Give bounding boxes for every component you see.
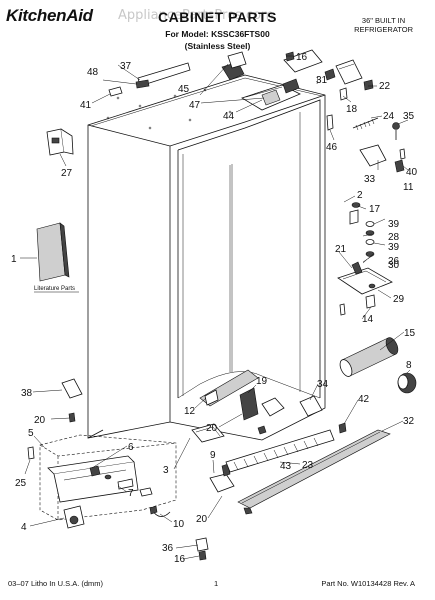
- hinge-stack: [349, 202, 375, 257]
- callout-6: 6: [128, 442, 134, 453]
- callout-2: 2: [357, 190, 363, 201]
- finish-line: (Stainless Steel): [184, 41, 251, 51]
- callout-9: 9: [210, 450, 216, 461]
- callout-15: 15: [404, 328, 416, 339]
- callout-44: 44: [223, 111, 235, 122]
- roller-assembly: [339, 337, 417, 394]
- product-line-1: 36" BUILT IN: [361, 16, 406, 25]
- callout-12: 12: [184, 406, 196, 417]
- callout-26: 26: [388, 256, 400, 267]
- watermark: AppliancePartsPros.com: [118, 8, 274, 23]
- callout-28: 28: [388, 232, 400, 243]
- callout-30: 30: [388, 260, 400, 271]
- grille-and-kickplate: [225, 429, 391, 515]
- literature-book: [36, 222, 70, 282]
- callout-34: 34: [317, 379, 329, 390]
- callout-16b: 16: [174, 554, 186, 565]
- callout-17: 17: [369, 204, 381, 215]
- footer-left: 03–07 Litho In U.S.A. (dmm): [8, 579, 104, 588]
- footer-part-number: Part No. W10134428 Rev. A: [321, 579, 415, 588]
- callout-18: 18: [346, 104, 358, 115]
- callout-11: 11: [403, 182, 414, 193]
- callout-16a: 16: [296, 52, 308, 63]
- callout-4: 4: [21, 522, 27, 533]
- callout-47: 47: [189, 100, 201, 111]
- model-line: For Model: KSSC36FTS00: [165, 29, 270, 39]
- callout-31: 31: [316, 75, 328, 86]
- callout-42: 42: [358, 394, 370, 405]
- callout-43: 43: [280, 461, 292, 472]
- callout-23: 23: [302, 460, 314, 471]
- callout-29: 29: [393, 294, 405, 305]
- callout-33: 33: [364, 174, 376, 185]
- callout-20a: 20: [34, 415, 46, 426]
- callout-10: 10: [173, 519, 185, 530]
- callout-24: 24: [383, 111, 395, 122]
- callout-7: 7: [128, 488, 134, 499]
- callout-25: 25: [15, 478, 27, 489]
- part-27-bracket: [46, 128, 74, 156]
- callout-22: 22: [379, 81, 391, 92]
- callout-35: 35: [403, 111, 415, 122]
- callout-46: 46: [326, 142, 338, 153]
- callout-27: 27: [61, 168, 73, 179]
- callout-41: 41: [80, 100, 92, 111]
- right-lower-bracket: [299, 395, 347, 434]
- lower-hinge: [337, 261, 393, 316]
- callout-39b: 39: [388, 242, 400, 253]
- callout-21: 21: [335, 244, 347, 255]
- product-line-2: REFRIGERATOR: [354, 25, 413, 34]
- leader-lines: [20, 55, 411, 560]
- callout-45: 45: [178, 84, 190, 95]
- callout-3: 3: [163, 465, 169, 476]
- cabinet: [87, 49, 326, 441]
- hinge-spring: [326, 114, 406, 173]
- callout-32: 32: [403, 416, 415, 427]
- callout-20c: 20: [196, 514, 208, 525]
- top-hinge: [324, 59, 374, 101]
- callout-14: 14: [362, 314, 374, 325]
- footer-page-number: 1: [214, 579, 219, 588]
- callout-1: 1: [11, 254, 17, 265]
- callout-39a: 39: [388, 219, 400, 230]
- callout-36: 36: [162, 543, 174, 554]
- callout-48: 48: [87, 67, 99, 78]
- callout-5: 5: [28, 428, 34, 439]
- base-rail: [47, 455, 171, 529]
- callout-37: 37: [120, 61, 132, 72]
- callout-19: 19: [256, 376, 268, 387]
- callout-8: 8: [406, 360, 412, 371]
- small-fasteners: [27, 51, 295, 561]
- literature-parts-label: Literature Parts: [34, 286, 75, 292]
- callout-40: 40: [406, 167, 418, 178]
- callout-38: 38: [21, 388, 33, 399]
- top-center-parts: [221, 51, 300, 106]
- interior-lower-parts: [191, 369, 285, 493]
- callouts: 1 2 3 4 5 6 7 8 9 10 11 12 14 15 16 16 1…: [11, 52, 418, 565]
- brand-logo: KitchenAid: [6, 6, 93, 25]
- page-title: CABINET PARTS: [157, 9, 278, 25]
- top-left-fasteners: [108, 79, 150, 97]
- product-type: 36" BUILT IN REFRIGERATOR: [354, 16, 413, 34]
- callout-20b: 20: [206, 423, 218, 434]
